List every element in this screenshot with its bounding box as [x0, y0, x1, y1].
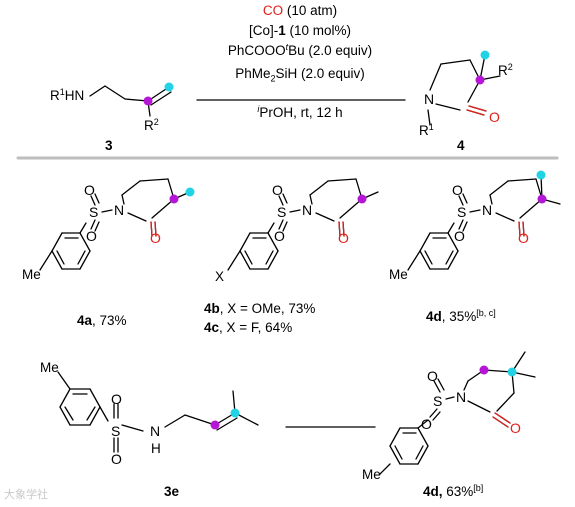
3e-alkene-marker — [210, 420, 220, 430]
3e-h-label: H — [151, 441, 161, 456]
4a-s-label: S — [89, 204, 99, 220]
product-4-label: 4 — [457, 138, 465, 153]
4d-o-bottom-label: O — [454, 228, 465, 244]
4d-o-label: O — [518, 230, 529, 246]
4d-bottom-ch2-marker — [479, 365, 489, 375]
4d-me-label: Me — [389, 267, 408, 282]
4b-x-label: X — [215, 269, 225, 284]
example-4d-structure — [407, 174, 561, 271]
reactant-r2-label: R2 — [144, 117, 159, 133]
4d-bottom-o-label: O — [510, 420, 521, 436]
alkene-carbon-marker — [143, 96, 153, 106]
product-n-label: N — [424, 91, 435, 107]
4a-o-top-label: O — [84, 182, 95, 198]
4d-bottom-o-bottom-label: O — [421, 416, 432, 432]
4a-methyl-marker — [185, 187, 195, 197]
example-4a-caption: 4a, 73% — [77, 313, 127, 328]
condition-solvent: iPrOH, rt, 12 h — [257, 104, 343, 120]
4d-bottom-o-top-label: O — [427, 368, 438, 384]
example-3e-caption: 3e — [164, 484, 180, 499]
reactant-amine-label: R1HN — [50, 87, 85, 103]
condition-catalyst: [Co]-1 (10 mol%) — [248, 23, 352, 38]
3e-o-top-label: O — [111, 391, 122, 407]
4d-bottom-n-label: N — [456, 389, 467, 405]
4b-o-top-label: O — [272, 182, 283, 198]
product-o-label: O — [489, 109, 500, 125]
4a-alpha-marker — [169, 194, 179, 204]
4b-o-bottom-label: O — [274, 228, 285, 244]
example-3e-structure — [57, 371, 259, 453]
4b-s-label: S — [277, 204, 287, 220]
3e-me-label: Me — [40, 360, 59, 375]
condition-oxidant: PhCOOOtBu (2.0 equiv) — [227, 42, 373, 58]
3e-s-label: S — [111, 423, 121, 439]
reactant-3-label: 3 — [105, 138, 113, 153]
example-4a-structure — [39, 178, 191, 271]
4d-bottom-quaternary-marker — [507, 367, 517, 377]
4a-o-label: O — [150, 230, 161, 246]
example-4b-caption: 4b, X = OMe, 73% — [204, 301, 316, 316]
example-4c-caption: 4c, X = F, 64% — [204, 320, 293, 335]
4d-alpha-marker — [537, 194, 547, 204]
4d-s-label: S — [457, 204, 467, 220]
example-4b-4c-structure — [227, 178, 379, 271]
condition-co: CO (10 atm) — [262, 3, 338, 18]
4b-alpha-marker — [357, 194, 367, 204]
4d-n-label: N — [482, 202, 493, 218]
4d-methyl-marker — [536, 170, 546, 180]
3e-alkene-second-marker — [230, 408, 240, 418]
4a-n-label: N — [114, 202, 125, 218]
terminal-carbon-marker — [164, 82, 174, 92]
product-r1-label: R1 — [419, 122, 434, 138]
4d-bottom-me-label: Me — [362, 467, 381, 482]
4a-me-label: Me — [22, 267, 41, 282]
condition-silane: PhMe2SiH (2.0 equiv) — [235, 66, 365, 84]
example-4d-caption: 4d, 35%[b, c] — [426, 308, 496, 324]
product-r2-label: R2 — [498, 62, 513, 78]
3e-o-bottom-label: O — [111, 451, 122, 467]
4d-bottom-s-label: S — [433, 393, 443, 409]
3e-n-label: N — [150, 423, 161, 439]
4b-o-label: O — [338, 230, 349, 246]
4a-o-bottom-label: O — [86, 228, 97, 244]
4d-o-top-label: O — [452, 182, 463, 198]
example-4d-bottom-caption: 4d, 63%[b] — [423, 483, 484, 499]
product-4-methyl-marker — [480, 50, 490, 60]
4b-n-label: N — [302, 202, 313, 218]
reactant-3-structure — [89, 85, 172, 117]
product-4-quaternary-marker — [475, 75, 485, 85]
watermark: 大象学社 — [4, 489, 48, 501]
